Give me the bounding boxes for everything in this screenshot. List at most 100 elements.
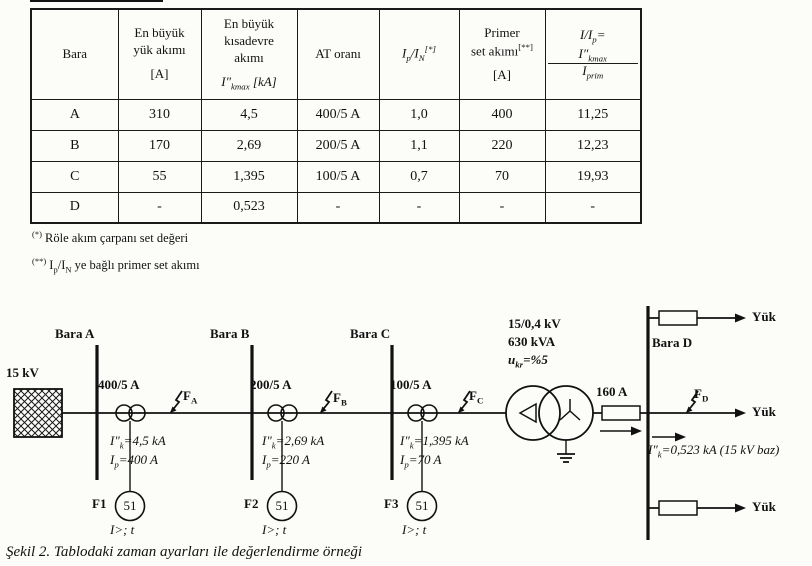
ct-b-icon (267, 404, 298, 422)
header-label: En büyük (223, 15, 275, 31)
col-header-ip-in: Ip/IN[*] (378, 8, 460, 100)
cell-current-ratio: 12,23 (544, 129, 642, 162)
cell-primary-set: 400 (458, 98, 546, 131)
load-branch-bottom (648, 500, 746, 516)
cell-ip-in: 1,1 (378, 129, 460, 162)
transformer-voltage-label: 15/0,4 kV (508, 316, 561, 331)
header-label: Primer (484, 24, 520, 40)
cell-current-ratio: - (544, 191, 642, 224)
header-unit: [A] (150, 66, 169, 82)
settings-table: Bara En büyük yük akımı [A] En büyük kıs… (30, 8, 642, 224)
cell-bara: A (30, 98, 119, 131)
table-row: A 310 4,5 400/5 A 1,0 400 11,25 (30, 98, 642, 131)
transformer-impedance-label: ukr=%5 (508, 352, 548, 370)
ground-icon (557, 440, 575, 463)
header-label: akımı (234, 49, 264, 65)
delta-winding-icon (518, 402, 537, 424)
cell-primary-set: 70 (458, 160, 546, 193)
header-label: yük akımı (133, 42, 186, 58)
load-arrow-icon (735, 503, 746, 513)
fault-a-label: FA (183, 388, 198, 406)
ct-a-icon (115, 404, 146, 422)
cell-bara: B (30, 129, 119, 162)
cell-current-ratio: 11,25 (544, 98, 642, 131)
ct-c-label: 100/5 A (390, 377, 432, 392)
cell-ct-ratio: 400/5 A (296, 98, 380, 131)
table-header-row: Bara En büyük yük akımı [A] En büyük kıs… (30, 8, 642, 100)
relay-2-circle (266, 490, 298, 522)
relay-1-tag: F1 (92, 496, 107, 511)
cropped-heading-rule (30, 0, 163, 2)
footnote-relay-multiplier: (*) Röle akım çarpanı set değeri (32, 229, 189, 246)
cell-shortcircuit: 1,395 (200, 160, 298, 193)
table-row: B 170 2,69 200/5 A 1,1 220 12,23 (30, 129, 642, 162)
col-header-bara: Bara (30, 8, 119, 100)
relay-1-function: 51 (123, 498, 137, 513)
ik-b-label: I″k=2,69 kA (262, 433, 325, 451)
cell-current-ratio: 19,93 (544, 160, 642, 193)
col-header-primary-set-current: Primer set akımı[**] [A] (458, 8, 546, 100)
ik-d-label: I″k=0,523 kA (15 kV baz) (648, 442, 780, 460)
fault-current-arrow (652, 432, 686, 442)
cell-max-load: 310 (117, 98, 202, 131)
figure-caption: Şekil 2. Tablodaki zaman ayarları ile de… (6, 544, 363, 560)
load-arrow-icon (735, 408, 746, 418)
relay-2-function: 51 (275, 498, 289, 513)
fuse-icon (658, 500, 698, 516)
one-line-diagram (13, 306, 746, 540)
cell-max-load: 55 (117, 160, 202, 193)
fault-a-icon (169, 390, 183, 414)
cell-ip-in: - (378, 191, 460, 224)
load-label-bottom: Yük (752, 499, 776, 514)
cell-ct-ratio: 200/5 A (296, 129, 380, 162)
fuse-icon (658, 310, 698, 326)
relay-3-tag: F3 (384, 496, 399, 511)
col-header-max-load-current: En büyük yük akımı [A] (117, 8, 202, 100)
bus-c-label: Bara C (350, 326, 391, 341)
transformer-icon (505, 385, 594, 441)
relay-3-function: 51 (415, 498, 429, 513)
star-winding-icon (559, 399, 581, 421)
relay-2-characteristic: I>; t (262, 522, 287, 537)
header-symbol: Ip/IN[*] (402, 44, 436, 63)
cell-ct-ratio: 100/5 A (296, 160, 380, 193)
cell-shortcircuit: 4,5 (200, 98, 298, 131)
ik-c-label: I″k=1,395 kA (400, 433, 469, 451)
col-header-max-shortcircuit-current: En büyük kısadevre akımı I″kmax [kA] (200, 8, 298, 100)
transformer-power-label: 630 kVA (508, 334, 556, 349)
header-label: set akımı[**] (470, 41, 533, 58)
ip-a-label: Ip=400 A (110, 452, 158, 470)
ip-b-label: Ip=220 A (262, 452, 310, 470)
cell-max-load: - (117, 191, 202, 224)
source-voltage-label: 15 kV (6, 365, 39, 380)
cell-ip-in: 0,7 (378, 160, 460, 193)
cell-ct-ratio: - (296, 191, 380, 224)
header-label: AT oranı (315, 45, 361, 61)
header-unit: [A] (492, 66, 512, 82)
table-row: C 55 1,395 100/5 A 0,7 70 19,93 (30, 160, 642, 193)
header-symbol: I″kmax [kA] (221, 73, 277, 92)
cell-ip-in: 1,0 (378, 98, 460, 131)
header-label: En büyük (134, 25, 185, 41)
cell-bara: D (30, 191, 119, 224)
ct-a-label: 400/5 A (98, 377, 140, 392)
load-arrow-icon (735, 313, 746, 323)
relay-3-characteristic: I>; t (402, 522, 427, 537)
cell-shortcircuit: 2,69 (200, 129, 298, 162)
load-branch-top (648, 310, 746, 326)
ct-c-icon (407, 404, 438, 422)
cell-primary-set: - (458, 191, 546, 224)
cell-shortcircuit: 0,523 (200, 191, 298, 224)
ct-b-label: 200/5 A (250, 377, 292, 392)
ip-c-label: Ip=70 A (400, 452, 442, 470)
cell-bara: C (30, 160, 119, 193)
source-box-icon (13, 388, 63, 438)
footnote-primary-set: (**) Ip/IN ye bağlı primer set akımı (32, 256, 200, 275)
fault-d-label: FD (694, 386, 709, 404)
fuse-160a-icon (601, 405, 641, 421)
fraction-prefix: I/Ip= (580, 27, 606, 46)
